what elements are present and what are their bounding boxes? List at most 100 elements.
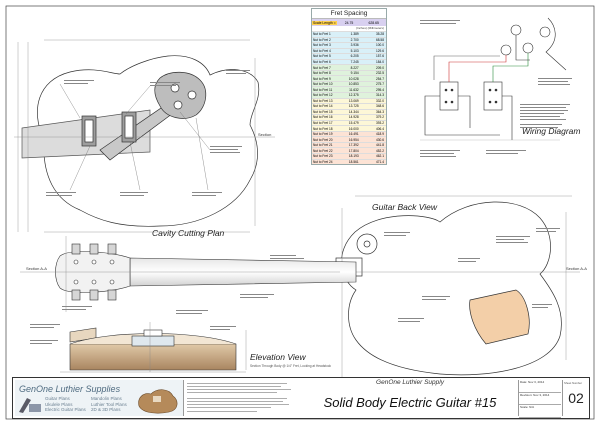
fret-mm: 406.4 — [376, 126, 384, 131]
fret-inches: 13.069 — [348, 98, 359, 103]
scale-label: Scale Length = — [312, 20, 337, 25]
fret-inches: 10.028 — [348, 76, 359, 81]
fret-table-header: Scale Length = 24.75 628.65 — [312, 18, 386, 26]
fret-table-title: Fret Spacing — [330, 10, 368, 17]
fret-mm: 35.28 — [376, 32, 384, 37]
fret-inches: 6.205 — [350, 54, 359, 59]
product-item: 2D & 3D Plans — [91, 407, 121, 412]
fret-row: Nut to Fret 19 16.491 418.9 — [312, 130, 386, 137]
cavity-plan-body — [21, 55, 260, 227]
sheet-number: 02 — [568, 390, 584, 406]
fret-label: Nut to Fret 10 — [313, 82, 333, 87]
fret-mm: 364.3 — [376, 109, 384, 114]
fret-spacing-table: Fret Spacing Scale Length = 24.75 628.65… — [311, 8, 387, 166]
section-label-top: Section — [258, 132, 272, 137]
fret-label: Nut to Fret 7 — [313, 65, 331, 70]
fret-label: Nut to Fret 13 — [313, 98, 333, 103]
fret-label: Nut to Fret 6 — [313, 60, 331, 64]
product-list-1: Guitar Plans Ukulele Plans Electric Guit… — [45, 396, 86, 413]
scale-mm: 628.65 — [368, 20, 379, 25]
fret-row: Nut to Fret 13 13.069 332.0 — [312, 97, 386, 104]
fret-row: Nut to Fret 20 16.954 430.6 — [312, 136, 386, 142]
fret-label: Nut to Fret 20 — [313, 137, 333, 142]
fret-label: Nut to Fret 17 — [313, 121, 333, 126]
section-a-label-right: Section A-A — [566, 266, 587, 271]
fret-mm: 314.3 — [376, 93, 384, 98]
fret-mm: 209.0 — [376, 65, 384, 70]
tools-photo — [19, 398, 41, 413]
fret-inches: 9.154 — [350, 71, 359, 76]
fret-inches: 18.193 — [348, 154, 359, 159]
fret-row: Nut to Fret 12 12.375 314.3 — [312, 92, 386, 98]
fret-inches: 8.227 — [350, 65, 359, 70]
fret-label: Nut to Fret 9 — [313, 76, 331, 81]
fret-mm: 430.6 — [376, 137, 384, 142]
fret-mm: 462.1 — [376, 154, 384, 159]
product-item: Guitar Plans — [45, 396, 70, 401]
fret-mm: 157.6 — [376, 54, 384, 59]
fret-mm: 332.0 — [376, 98, 384, 103]
fret-row: Nut to Fret 8 9.154 232.5 — [312, 69, 386, 76]
product-item: Ukulele Plans — [45, 401, 73, 407]
date-field: Date: Nov 3, 2014 — [519, 380, 561, 393]
fret-inches: 14.344 — [348, 109, 359, 114]
fret-inches: 12.375 — [348, 93, 359, 98]
fret-label: Nut to Fret 16 — [313, 115, 333, 120]
fret-inches: 11.632 — [349, 87, 359, 92]
elevation-drawing — [69, 327, 237, 371]
wiring-schematic — [420, 17, 567, 141]
scale-field: Scale: N/A — [519, 405, 561, 418]
fret-label: Nut to Fret 5 — [313, 54, 331, 59]
title-block: GenOne Luthier Supplies Guitar Plans Uku… — [12, 377, 590, 419]
drawing-meta: Date: Nov 3, 2014 Revision: Nov 3, 2014 … — [518, 380, 561, 418]
fret-mm: 348.6 — [376, 104, 384, 109]
notes-lines — [187, 383, 291, 412]
product-item: Electric Guitar Plans — [45, 407, 86, 412]
fret-inches: 2.700 — [350, 37, 359, 42]
section-a-label-left: Section A-A — [26, 266, 47, 271]
fret-mm: 452.2 — [376, 148, 384, 153]
fret-row: Nut to Fret 2 2.700 68.58 — [312, 36, 386, 43]
fret-mm: 393.2 — [376, 121, 384, 126]
fret-label: Nut to Fret 23 — [313, 154, 333, 159]
fret-label: Nut to Fret 8 — [313, 71, 331, 76]
fret-label: Nut to Fret 12 — [313, 93, 333, 98]
product-item: Luthier Tool Plans — [91, 401, 127, 407]
fret-inches: 13.725 — [348, 104, 359, 109]
fret-row: Nut to Fret 5 6.205 157.6 — [312, 53, 386, 59]
fret-row: Nut to Fret 6 7.245 184.0 — [312, 58, 386, 65]
wiring-diagram-heading: Wiring Diagram — [522, 126, 581, 136]
fret-label: Nut to Fret 2 — [313, 37, 331, 42]
fret-inches: 7.245 — [350, 60, 359, 64]
fret-inches: 16.491 — [348, 132, 359, 137]
fret-inches: 16.954 — [348, 137, 359, 142]
elevation-view-heading: Elevation View — [250, 352, 306, 362]
fret-inches: 1.389 — [350, 32, 359, 37]
fret-label: Nut to Fret 3 — [313, 43, 331, 48]
fret-mm: 441.8 — [376, 143, 384, 148]
sheet-number-panel: Sheet Number 02 — [562, 380, 589, 416]
fret-mm: 418.9 — [376, 132, 384, 137]
product-item: Mandolin Plans — [91, 396, 122, 401]
fret-label: Nut to Fret 18 — [313, 126, 333, 131]
revision-field: Revision: Nov 3, 2014 — [519, 393, 561, 405]
fret-mm: 68.58 — [376, 37, 384, 42]
fret-mm: 232.5 — [376, 71, 384, 76]
product-list-2: Mandolin Plans Luthier Tool Plans 2D & 3… — [91, 396, 127, 413]
fret-inches: 5.103 — [350, 48, 359, 53]
fret-table-units: (Inches) (Millimeters) — [355, 26, 384, 30]
fret-label: Nut to Fret 19 — [313, 132, 333, 137]
fret-mm: 184.0 — [376, 60, 384, 64]
